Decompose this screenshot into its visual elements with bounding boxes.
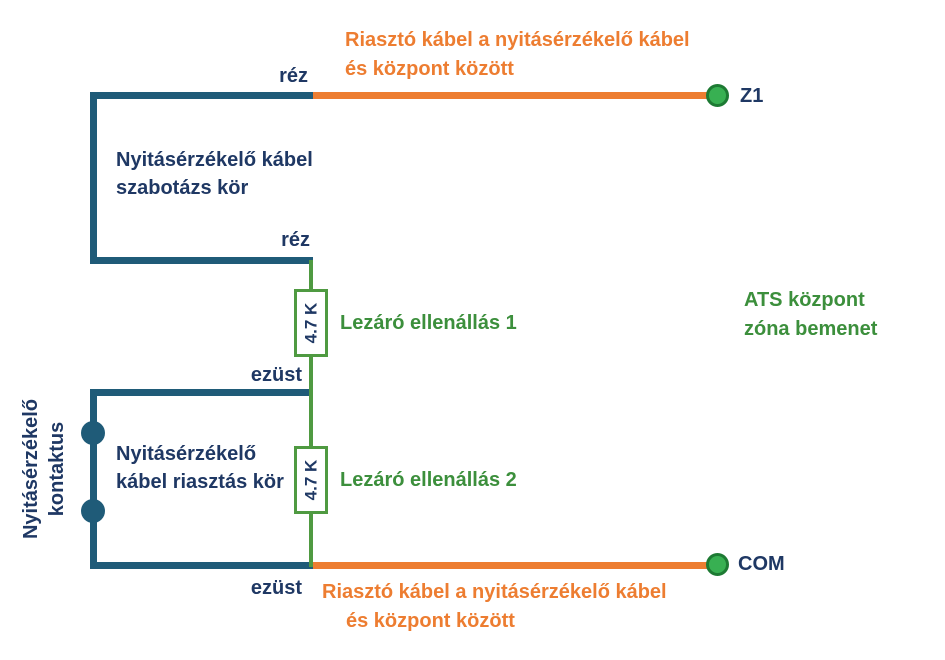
- resistor2-box: 4.7 K: [294, 446, 328, 514]
- material-label-ezust-mid: ezüst: [250, 364, 302, 386]
- ats-zone-input-line1: ATS központ: [744, 289, 865, 311]
- sabotage-loop-label: Nyitásérzékelő kábel szabotázs kör: [116, 149, 313, 199]
- alarm-loop-left-wire: [90, 389, 97, 569]
- alarm-loop-top-wire: [90, 389, 313, 396]
- sabotage-loop-left-wire: [90, 92, 97, 264]
- resistor1-value: 4.7 K: [301, 302, 321, 344]
- bottom-cable-caption: Riasztó kábel a nyitásérzékelő kábel és …: [322, 578, 732, 636]
- z1-terminal-label: Z1: [740, 85, 764, 107]
- sabotage-loop-bottom-wire: [90, 257, 313, 264]
- resistor2-label: Lezáró ellenállás 2: [340, 469, 517, 491]
- contact-dot-bottom: [81, 499, 105, 523]
- material-label-ezust-bottom: ezüst: [250, 577, 302, 599]
- alarm-loop-label: Nyitásérzékelő kábel riasztás kör: [116, 443, 284, 493]
- resistor1-label: Lezáró ellenállás 1: [340, 312, 517, 334]
- sensor-contact-label: Nyitásérzékelő kontaktus: [20, 398, 68, 540]
- z1-terminal-dot: [706, 84, 729, 107]
- top-cable-caption-line1: Riasztó kábel a nyitásérzékelő kábel: [345, 29, 690, 51]
- material-label-rez-mid: réz: [281, 229, 310, 251]
- bottom-cable-caption-line1: Riasztó kábel a nyitásérzékelő kábel: [322, 581, 667, 603]
- material-label-rez-top: réz: [279, 65, 308, 87]
- resistor1-box: 4.7 K: [294, 289, 328, 357]
- top-cable-caption-line2: és központ között: [345, 58, 514, 80]
- com-terminal-dot: [706, 553, 729, 576]
- ats-zone-input-label: ATS központ zóna bemenet: [744, 286, 924, 344]
- alarm-cable-top-wire: [313, 92, 712, 99]
- sabotage-loop-top-wire: [90, 92, 313, 99]
- bottom-cable-caption-line2: és központ között: [346, 610, 515, 632]
- resistor2-value: 4.7 K: [301, 459, 321, 501]
- alarm-loop-bottom-wire: [90, 562, 313, 569]
- alarm-cable-bottom-wire: [313, 562, 712, 569]
- ats-zone-input-line2: zóna bemenet: [744, 318, 878, 340]
- top-cable-caption: Riasztó kábel a nyitásérzékelő kábel és …: [345, 26, 755, 84]
- contact-dot-top: [81, 421, 105, 445]
- com-terminal-label: COM: [738, 553, 785, 575]
